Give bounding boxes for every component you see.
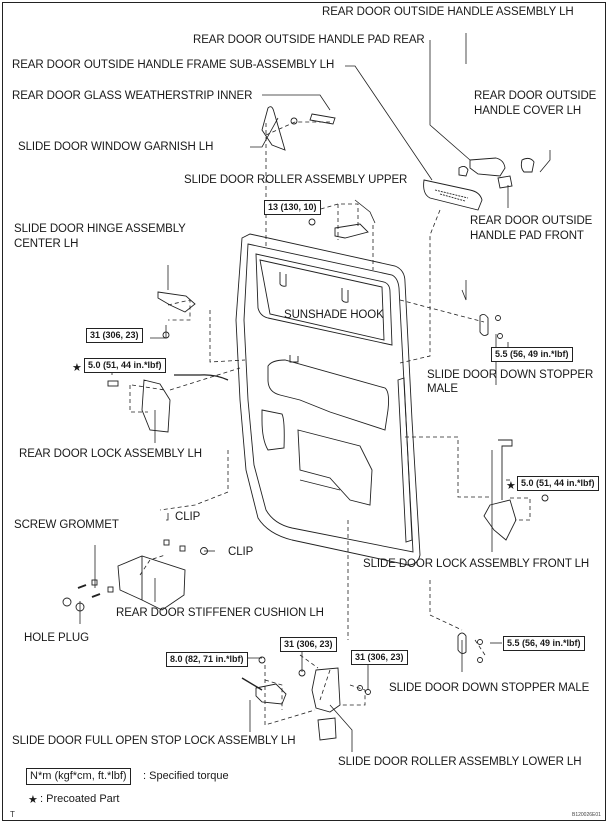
legend-star-icon: ★ (28, 794, 38, 806)
legend-precoat-text: : Precoated Part (40, 793, 120, 805)
corner-mark: T (10, 810, 15, 819)
rear-lock-screw (107, 380, 119, 387)
torque-down-stopper-top: 5.5 (56, 49 in.*lbf) (491, 347, 573, 362)
weatherstrip-part (309, 113, 336, 125)
label-rear-door-lock: REAR DOOR LOCK ASSEMBLY LH (19, 448, 202, 460)
down-stopper-bottom-part (457, 632, 467, 655)
label-handle-frame-sub-assembly: REAR DOOR OUTSIDE HANDLE FRAME SUB-ASSEM… (12, 59, 335, 71)
precoat-star-icon: ★ (72, 362, 82, 374)
label-handle-pad-front-line2: HANDLE PAD FRONT (470, 230, 584, 242)
roller-upper-bolt (308, 218, 316, 226)
torque-roller-upper-bolt: 13 (130, 10) (264, 200, 321, 215)
label-sunshade-hook: SUNSHADE HOOK (284, 309, 384, 321)
label-screw-grommet: SCREW GROMMET (14, 519, 119, 531)
roller-lower-part (311, 667, 341, 713)
down-stopper-top-part (479, 313, 489, 337)
label-down-stopper-top-line2: MALE (427, 383, 458, 395)
hinge-center-bolt (162, 331, 170, 339)
label-roller-lower: SLIDE DOOR ROLLER ASSEMBLY LOWER LH (338, 756, 582, 768)
label-down-stopper-bottom: SLIDE DOOR DOWN STOPPER MALE (389, 682, 590, 694)
label-handle-pad-rear: REAR DOOR OUTSIDE HANDLE PAD REAR (193, 34, 425, 46)
rear-door-lock-part (141, 379, 171, 433)
leader-lines (79, 33, 551, 752)
legend-torque-unit-box: N*m (kgf*cm, ft.*lbf) (26, 768, 131, 785)
label-full-open-stop-lock: SLIDE DOOR FULL OPEN STOP LOCK ASSEMBLY … (12, 735, 296, 747)
label-handle-cover-line2: HANDLE COVER LH (474, 105, 582, 117)
handle-frame-part (423, 179, 483, 211)
hole-plug-b (75, 602, 85, 612)
precoat-star-icon: ★ (506, 480, 516, 492)
torque-lock-front-screw: 5.0 (51, 44 in.*lbf) (517, 476, 599, 491)
handle-pad-front-part (497, 175, 513, 189)
torque-full-open-stop: 8.0 (82, 71 in.*lbf) (166, 652, 248, 667)
label-hole-plug: HOLE PLUG (24, 632, 89, 644)
label-handle-pad-front-line1: REAR DOOR OUTSIDE (470, 215, 593, 227)
label-window-garnish: SLIDE DOOR WINDOW GARNISH LH (18, 141, 214, 153)
label-hinge-center-line1: SLIDE DOOR HINGE ASSEMBLY (14, 223, 186, 235)
lock-front-part (498, 439, 513, 500)
torque-rear-lock-screw: 5.0 (51, 44 in.*lbf) (84, 358, 166, 373)
torque-roller-lower-b: 31 (306, 23) (351, 650, 408, 665)
torque-roller-lower-a: 31 (306, 23) (280, 637, 337, 652)
label-handle-cover-line1: REAR DOOR OUTSIDE (474, 90, 597, 102)
roller-upper-part (334, 223, 369, 239)
handle-pad-rear-part (458, 165, 469, 177)
torque-hinge-center-bolt: 31 (306, 23) (86, 328, 143, 343)
label-lock-front: SLIDE DOOR LOCK ASSEMBLY FRONT LH (363, 558, 590, 570)
window-garnish-part (261, 106, 286, 151)
stiffener-cushion-part (117, 555, 186, 611)
garnish-clip (290, 117, 298, 125)
torque-down-stopper-bottom: 5.5 (56, 49 in.*lbf) (503, 636, 585, 651)
label-glass-weatherstrip-inner: REAR DOOR GLASS WEATHERSTRIP INNER (12, 90, 253, 102)
outside-handle-part (469, 157, 506, 177)
assembly-guide-lines (129, 121, 531, 726)
label-clip-lower: CLIP (228, 546, 254, 558)
label-roller-upper: SLIDE DOOR ROLLER ASSEMBLY UPPER (184, 174, 408, 186)
legend-torque-text: : Specified torque (143, 770, 229, 782)
figure-code: B120026E01 (572, 812, 601, 818)
label-stiffener-cushion: REAR DOOR STIFFENER CUSHION LH (116, 607, 324, 619)
label-hinge-center-line2: CENTER LH (14, 238, 79, 250)
hinge-center-part (157, 291, 196, 313)
label-clip-upper: CLIP (175, 511, 201, 523)
label-outside-handle-assembly: REAR DOOR OUTSIDE HANDLE ASSEMBLY LH (322, 6, 574, 18)
slide-door-panel (235, 233, 421, 566)
full-open-stop-part (255, 683, 287, 705)
handle-cover-part (520, 157, 535, 173)
label-down-stopper-top-line1: SLIDE DOOR DOWN STOPPER (427, 369, 594, 381)
hole-plug-a (62, 597, 72, 607)
